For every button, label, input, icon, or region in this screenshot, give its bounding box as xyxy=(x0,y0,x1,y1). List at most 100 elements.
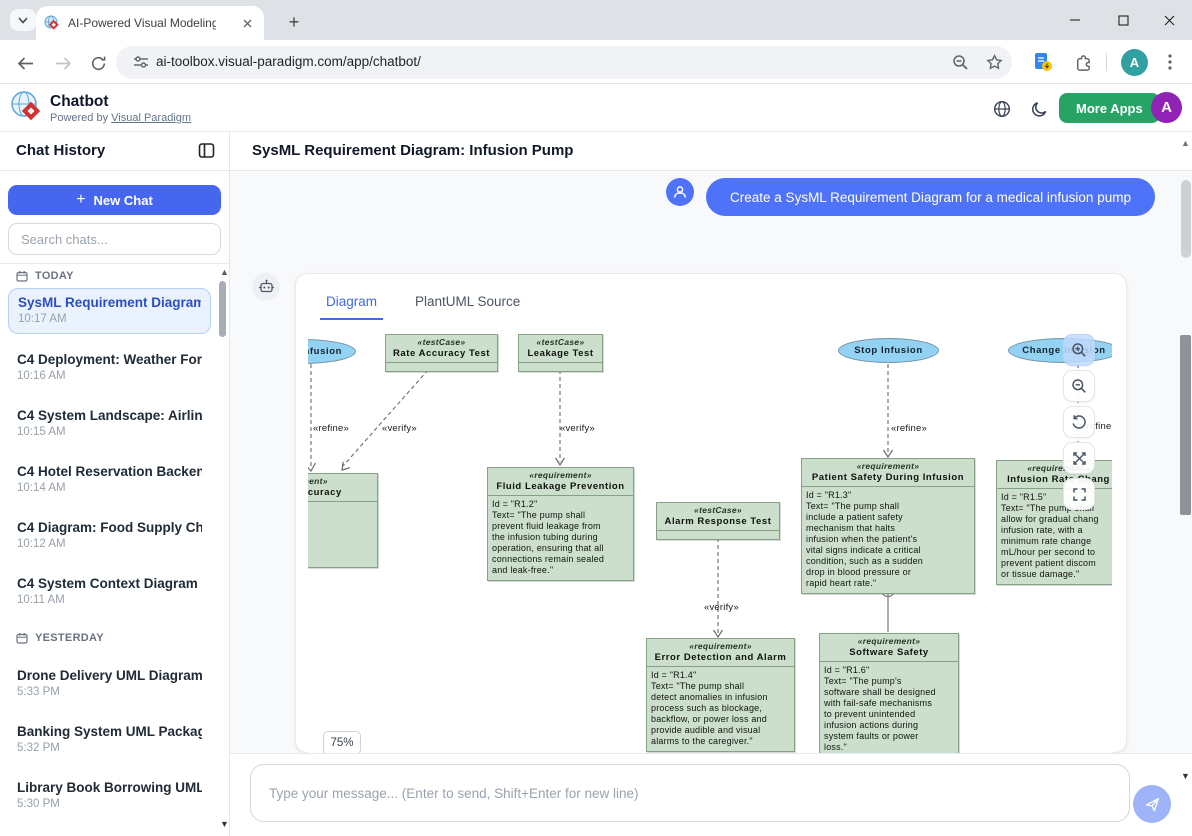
requirement-rate-accuracy-clipped: ement» te Accuracy nfusion pump fluid at… xyxy=(308,473,378,568)
section-yesterday: YESTERDAY xyxy=(16,632,104,644)
chat-item[interactable]: SysML Requirement Diagram... 10:17 AM xyxy=(8,288,211,334)
search-chats-input[interactable] xyxy=(8,223,221,255)
chat-item-time: 10:17 AM xyxy=(18,313,67,325)
edge-label-refine: «refine» xyxy=(313,423,349,434)
conversation-title: SysML Requirement Diagram: Infusion Pump xyxy=(252,142,574,159)
send-button[interactable] xyxy=(1133,785,1171,823)
message-input-panel xyxy=(230,753,1192,836)
tab-diagram[interactable]: Diagram xyxy=(320,290,384,320)
usecase-stop-infusion: Stop Infusion xyxy=(838,338,939,363)
diagram-viewport[interactable]: «refine» «verify» «verify» «refine» «ref… xyxy=(308,331,1112,754)
tab-plantuml-source[interactable]: PlantUML Source xyxy=(415,294,521,309)
visual-paradigm-logo xyxy=(11,91,41,121)
browser-tab-strip: AI-Powered Visual Modeling Ch + xyxy=(0,0,1192,40)
user-avatar[interactable]: A xyxy=(1151,92,1182,123)
page-scrollbar-thumb[interactable] xyxy=(1180,335,1191,515)
app-title: Chatbot xyxy=(50,93,109,110)
robot-icon xyxy=(258,279,274,292)
zoom-in-button[interactable] xyxy=(1063,334,1095,366)
zoom-level-badge[interactable]: 75% xyxy=(323,731,361,755)
zoom-indicator-icon[interactable] xyxy=(950,52,970,72)
sidebar: Chat History + New Chat TODAY SysML Requ… xyxy=(0,132,230,836)
calendar-icon xyxy=(16,271,28,282)
powered-by-link[interactable]: Visual Paradigm xyxy=(111,112,192,124)
requirement-error-detection: «requirement» Error Detection and Alarm … xyxy=(646,638,795,752)
new-chat-button[interactable]: + New Chat xyxy=(8,185,221,215)
tab-title: AI-Powered Visual Modeling Ch xyxy=(68,16,216,30)
sidebar-scrollbar-thumb[interactable] xyxy=(219,281,226,337)
window-minimize-button[interactable] xyxy=(1060,6,1090,34)
url-text[interactable]: ai-toolbox.visual-paradigm.com/app/chatb… xyxy=(156,54,421,69)
browser-tab[interactable]: AI-Powered Visual Modeling Ch xyxy=(36,6,264,40)
window-close-button[interactable] xyxy=(1154,6,1184,34)
diagram-card: Diagram PlantUML Source xyxy=(295,273,1127,754)
bot-avatar xyxy=(252,273,280,301)
dark-mode-moon-icon[interactable] xyxy=(1029,99,1049,119)
chat-item[interactable]: Banking System UML Packag... 5:32 PM xyxy=(17,724,202,754)
testcase-rate-accuracy: «testCase» Rate Accuracy Test xyxy=(385,334,498,372)
user-message-avatar xyxy=(666,178,694,206)
chat-item[interactable]: C4 System Landscape: Airline... 10:15 AM xyxy=(17,408,202,438)
zoom-out-button[interactable] xyxy=(1063,370,1095,402)
sidebar-scroll-down-icon[interactable]: ▼ xyxy=(220,819,229,829)
chat-item[interactable]: C4 System Context Diagram 10:11 AM xyxy=(17,576,198,606)
powered-by-text: Powered by xyxy=(50,112,109,124)
sidebar-title-row xyxy=(0,132,229,171)
site-favicon xyxy=(44,15,59,30)
reload-button[interactable] xyxy=(87,52,109,74)
chat-item[interactable]: Drone Delivery UML Diagram 5:33 PM xyxy=(17,668,202,698)
chat-item[interactable]: C4 Diagram: Food Supply Ch... 10:12 AM xyxy=(17,520,202,550)
chevron-down-icon xyxy=(18,16,28,24)
page-scroll-up-icon[interactable]: ▲ xyxy=(1181,138,1190,148)
plus-icon: + xyxy=(76,191,86,208)
testcase-leakage: «testCase» Leakage Test xyxy=(518,334,603,372)
edge-label-verify: «verify» xyxy=(560,423,595,434)
docs-extension-icon[interactable] xyxy=(1033,52,1053,72)
window-maximize-button[interactable] xyxy=(1108,6,1138,34)
chat-item[interactable]: Library Book Borrowing UML 5:30 PM xyxy=(17,780,202,810)
new-tab-button[interactable]: + xyxy=(288,11,300,32)
send-icon xyxy=(1145,797,1159,811)
requirement-patient-safety: «requirement» Patient Safety During Infu… xyxy=(801,458,975,594)
extensions-puzzle-icon[interactable] xyxy=(1072,52,1092,72)
sidebar-divider xyxy=(0,263,229,264)
calendar-icon xyxy=(16,633,28,644)
more-apps-button[interactable]: More Apps xyxy=(1059,93,1160,123)
powered-by: Powered by Visual Paradigm xyxy=(50,112,191,124)
back-button[interactable] xyxy=(14,52,36,74)
expand-button[interactable] xyxy=(1063,442,1095,474)
chat-item[interactable]: C4 Hotel Reservation Backend 10:14 AM xyxy=(17,464,202,494)
edge-label-refine: «refine» xyxy=(1081,421,1112,432)
toolbar-divider xyxy=(1106,53,1107,71)
address-bar[interactable] xyxy=(116,46,1012,79)
browser-profile-avatar[interactable]: A xyxy=(1121,49,1148,76)
forward-button[interactable] xyxy=(52,52,74,74)
browser-menu-icon[interactable] xyxy=(1160,52,1180,72)
language-globe-icon[interactable] xyxy=(992,99,1012,119)
new-chat-label: New Chat xyxy=(93,192,153,208)
chat-item[interactable]: C4 Deployment: Weather For... 10:16 AM xyxy=(17,352,202,382)
reset-view-button[interactable] xyxy=(1063,406,1095,438)
requirement-infusion-rate-change-clipped: «requirement» Infusion Rate Chang Id = "… xyxy=(996,460,1112,585)
usecase-change-infusion: Change Infusion xyxy=(1008,338,1112,363)
person-icon xyxy=(674,186,686,198)
chat-history-title: Chat History xyxy=(16,142,106,159)
tab-search-button[interactable] xyxy=(10,9,36,31)
section-today: TODAY xyxy=(16,270,74,282)
tab-close-icon[interactable] xyxy=(238,14,256,32)
message-input[interactable] xyxy=(250,764,1130,822)
diagram-tab-bar: Diagram PlantUML Source xyxy=(320,290,526,320)
sidebar-scroll-up-icon[interactable]: ▲ xyxy=(220,267,229,277)
conversation-title-bar xyxy=(230,132,1192,171)
bookmark-star-icon[interactable] xyxy=(984,52,1004,72)
chat-scrollbar-thumb[interactable] xyxy=(1181,180,1191,258)
chat-item-title: SysML Requirement Diagram... xyxy=(18,295,201,310)
site-settings-icon[interactable] xyxy=(131,52,151,72)
sidebar-collapse-icon[interactable] xyxy=(198,142,216,160)
requirement-fluid-leakage-prevention: «requirement» Fluid Leakage Prevention I… xyxy=(487,467,634,581)
user-message-bubble: Create a SysML Requirement Diagram for a… xyxy=(706,178,1155,216)
edge-label-refine: «refine» xyxy=(891,423,927,434)
fullscreen-button[interactable] xyxy=(1063,478,1095,510)
page-scroll-down-icon[interactable]: ▼ xyxy=(1181,771,1190,781)
